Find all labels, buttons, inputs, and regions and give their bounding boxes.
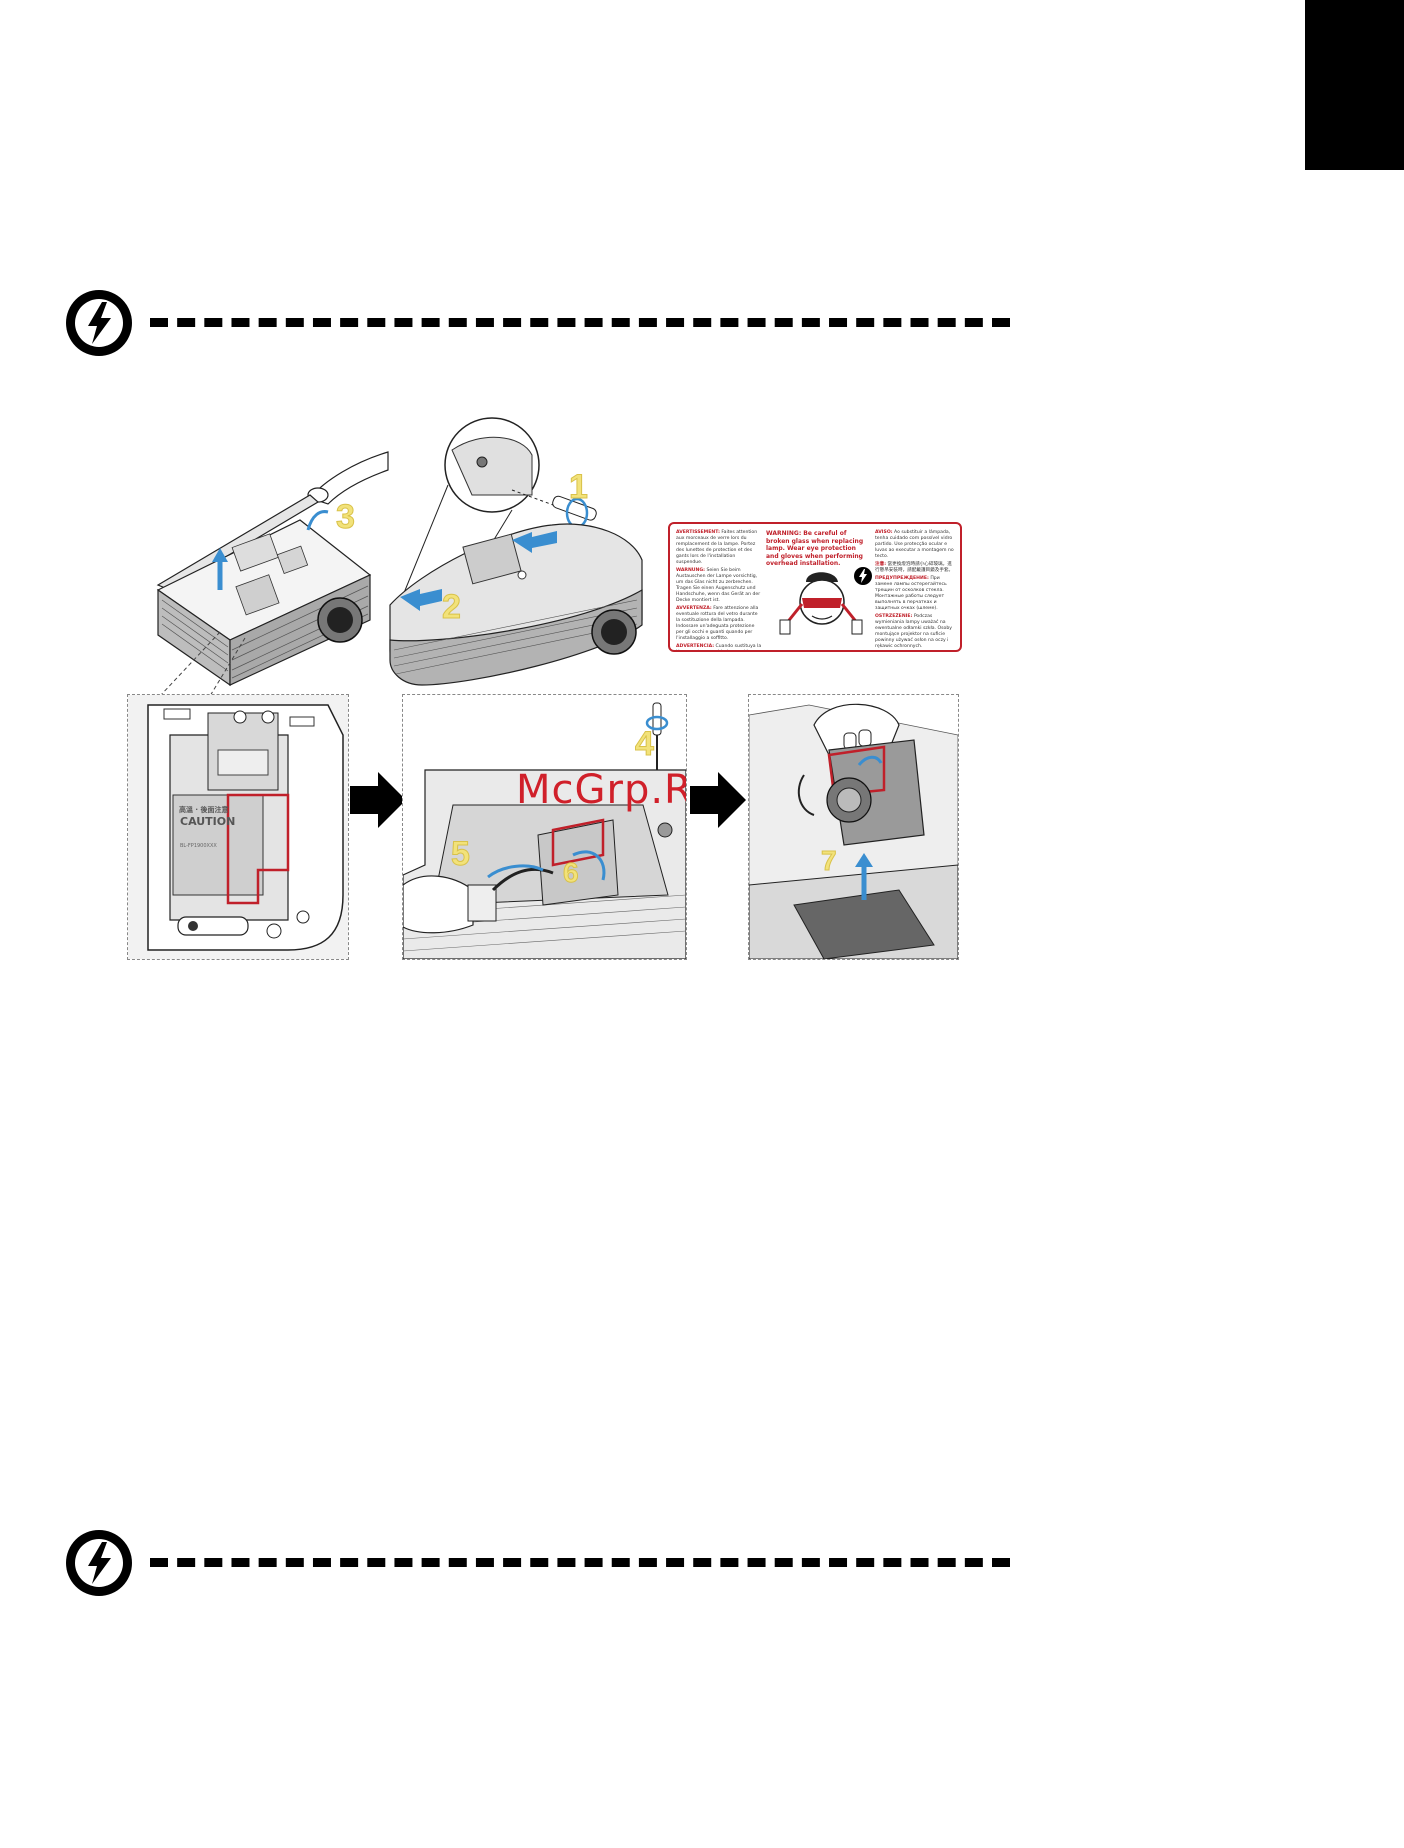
projector-lid-open-illustration: 3	[140, 440, 390, 695]
chapter-side-tab	[1305, 0, 1404, 170]
label-entry: AVISO: Ao substituir a lâmpada, tenha cu…	[875, 530, 954, 559]
dashed-divider-bottom	[150, 1558, 1010, 1567]
lightning-warning-icon	[66, 1530, 132, 1596]
label-entry: 注意: 當更換燈泡時請小心碎玻璃。進行懸吊安裝時，請配戴護目鏡及手套。	[875, 562, 954, 573]
label-entry: OSTRZEŻENIE: Podczas wymieniania lampy u…	[875, 614, 953, 649]
step-number-1: 1	[569, 468, 589, 507]
label-center-title: WARNING: Be careful of broken glass when…	[766, 530, 864, 567]
step-number-2: 2	[442, 588, 462, 627]
lamp-caution-en: CAUTION	[180, 815, 236, 828]
lamp-warning-label: AVERTISSEMENT: Faites attention aux morc…	[668, 522, 962, 652]
warning-row-top	[64, 288, 134, 363]
step-number-4: 4	[635, 725, 655, 764]
step-number-5: 5	[451, 835, 471, 874]
callout-connector	[159, 631, 246, 697]
step-number-6: 6	[563, 857, 580, 889]
lamp-bulb-icon	[854, 567, 872, 585]
lamp-part-code: BL-FP1900XXX	[180, 843, 217, 849]
label-right-column: AVISO: Ao substituir a lâmpada, tenha cu…	[875, 530, 955, 650]
lamp-cover-closeup-panel: 高溫 · 後面注意 CAUTION BL-FP1900XXX	[127, 694, 349, 960]
next-step-arrow-icon	[690, 772, 746, 828]
step-number-3: 3	[336, 498, 356, 537]
warning-row-bottom	[64, 1528, 134, 1603]
step-number-7: 7	[821, 845, 838, 877]
next-step-arrow-icon	[350, 772, 406, 828]
label-entry: ADVERTENCIA: Cuando sustituya la lámpara…	[676, 644, 762, 649]
lamp-disconnect-panel: 4 5 6 McGrp.Ru	[402, 694, 687, 960]
dashed-divider-top	[150, 318, 1010, 327]
face-goggles-icon	[779, 572, 863, 635]
label-entry: ПРЕДУПРЕЖДЕНИЕ: При замене лампы остерег…	[875, 576, 947, 611]
lamp-removal-panel: 7	[748, 694, 959, 960]
label-entry: AVVERTENZA: Fare attenzione alla eventua…	[676, 606, 759, 641]
label-entry: AVERTISSEMENT: Faites attention aux morc…	[676, 530, 758, 565]
lightning-warning-icon	[66, 290, 132, 356]
label-entry: WARNUNG: Seien Sie beim Austauschen der …	[676, 568, 761, 603]
lamp-caution-cn: 高溫 · 後面注意	[179, 806, 229, 814]
label-left-column: AVERTISSEMENT: Faites attention aux morc…	[676, 530, 762, 650]
watermark-text: McGrp.Ru	[516, 767, 686, 813]
projector-cover-screw-illustration: 1 2	[382, 410, 712, 700]
